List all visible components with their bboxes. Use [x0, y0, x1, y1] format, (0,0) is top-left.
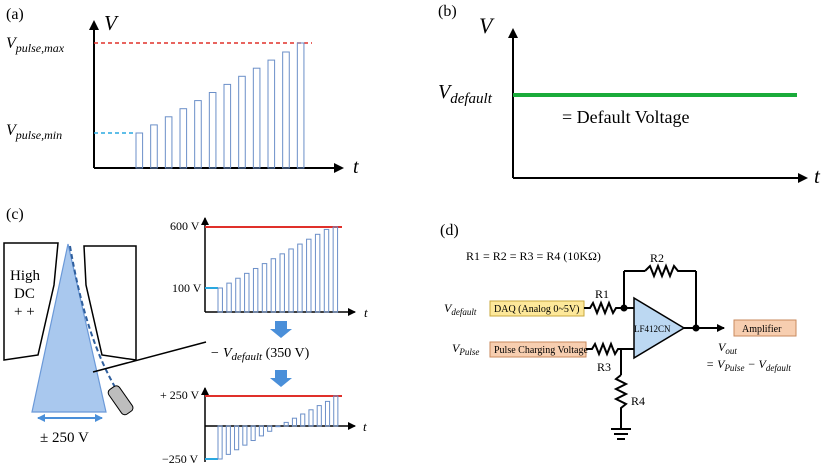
pulse-bar: [179, 108, 188, 169]
panel-a-label: (a): [6, 6, 24, 23]
c-bottom-y-top-label: + 250 V: [160, 388, 200, 402]
down-arrow-1: [270, 321, 292, 338]
resistor-r1: [584, 300, 624, 316]
panel-d-label: (d): [440, 222, 459, 239]
opamp-label: LF412CN: [634, 324, 671, 334]
leader-line: [92, 341, 207, 373]
pulse-bar: [223, 83, 232, 169]
pulse-bar: [275, 425, 281, 428]
c-bottom-x-label: t: [363, 419, 367, 434]
emitter-text-2: DC: [14, 286, 35, 302]
emitter-text-3: + +: [14, 304, 35, 320]
default-voltage-caption: = Default Voltage: [562, 107, 689, 127]
amplifier-label: Amplifier: [742, 324, 782, 335]
panel-b-x-label: t: [814, 164, 821, 188]
panel-a-vmax-label: Vpulse,max: [6, 35, 65, 55]
daq-box-label: DAQ (Analog 0~5V): [494, 304, 579, 315]
panel-d: (d) R1 = R2 = R3 = R4 (10KΩ) Vdefault DA…: [440, 222, 797, 440]
beam-cone: [31, 243, 107, 413]
pulse-bar: [324, 400, 331, 427]
vout-equation: = VPulse − Vdefault: [706, 357, 791, 373]
panel-b-label: (b): [438, 3, 457, 20]
pulse-bar: [267, 59, 276, 169]
right-electrode: [83, 245, 137, 361]
pulse-bar: [279, 253, 285, 313]
emitter-text-1: High: [10, 268, 41, 284]
panel-c: (c) High DC + + ± 250 V t 600 V 100 V − …: [3, 206, 368, 466]
r4-label: R4: [631, 394, 645, 408]
c-top-pulses: [217, 226, 339, 313]
amplifier-box: [733, 319, 797, 337]
pulse-bar: [308, 409, 314, 427]
left-electrode: [3, 242, 59, 361]
panel-a-vmin-label: Vpulse,min: [6, 122, 62, 142]
c-top-y-top-label: 600 V: [170, 219, 200, 233]
panel-b-y-label: V: [479, 13, 495, 38]
pulse-bar: [217, 425, 223, 460]
pulse-bar: [135, 132, 144, 169]
pulse-bar: [316, 405, 322, 427]
detector: [107, 385, 134, 416]
vout-label: Vout: [718, 340, 737, 356]
c-bottom-pulses: [217, 395, 339, 460]
d-vpulse-label: VPulse: [452, 341, 479, 357]
r1-label: R1: [595, 287, 609, 301]
panel-a: (a) V t Vpulse,max Vpulse,min: [6, 6, 359, 178]
pulse-bar: [261, 263, 268, 313]
pulse-bar: [267, 425, 273, 432]
pulse-bar: [234, 425, 240, 451]
pulse-bar: [194, 100, 202, 169]
pulse-bar: [252, 267, 259, 313]
pulse-bar: [300, 413, 306, 427]
panel-b-vdefault-label: Vdefault: [438, 81, 493, 107]
pulse-bar: [252, 67, 261, 169]
pulse-bar: [297, 243, 303, 313]
pulse-bar: [296, 42, 305, 169]
panel-a-pulses: [135, 42, 305, 169]
pulse-box-label: Pulse Charging Voltage: [494, 345, 588, 356]
down-arrow-2: [270, 370, 292, 387]
panel-a-x-label: t: [353, 156, 359, 178]
pulse-bar: [226, 282, 232, 313]
c-bottom-y-bottom-label: −250 V: [162, 452, 199, 466]
pulse-bar: [238, 75, 246, 169]
c-top-x-label: t: [364, 305, 368, 320]
deflected-path: [69, 245, 119, 393]
pulse-bar: [225, 425, 231, 455]
pulse-bar: [306, 238, 312, 313]
resistor-r4: [613, 374, 629, 428]
pulse-bar: [258, 425, 264, 437]
d-vdefault-label: Vdefault: [444, 301, 477, 317]
resistor-r2: [644, 263, 696, 279]
pulse-bar: [217, 287, 223, 313]
pulse-bar: [235, 277, 241, 313]
panel-b: (b) V t Vdefault = Default Voltage: [438, 3, 821, 188]
c-top-y-bottom-label: 100 V: [172, 281, 202, 295]
spread-label: ± 250 V: [40, 430, 89, 446]
pulse-bar: [270, 258, 277, 313]
panel-a-y-label: V: [104, 11, 119, 35]
pulse-bar: [164, 116, 173, 169]
pulse-bar: [282, 51, 290, 169]
r2-label: R2: [650, 251, 664, 265]
pulse-bar: [242, 425, 248, 446]
pulse-bar: [314, 233, 321, 313]
subtract-label: − Vdefault (350 V): [210, 346, 310, 363]
r3-label: R3: [597, 360, 611, 374]
pulse-bar: [208, 92, 217, 169]
pulse-bar: [244, 272, 250, 313]
pulse-bar: [291, 417, 298, 427]
pulse-bar: [323, 228, 330, 313]
pulse-bar: [288, 248, 294, 313]
pulse-bar: [250, 425, 256, 442]
pulse-bar: [333, 395, 339, 427]
opamp-triangle: [633, 296, 686, 360]
pulse-bar: [332, 226, 339, 313]
resistor-equation: R1 = R2 = R3 = R4 (10KΩ): [466, 249, 601, 263]
pulse-bar: [150, 124, 158, 169]
pulse-bar: [283, 421, 289, 427]
panel-c-label: (c): [6, 206, 24, 223]
resistor-r3: [586, 341, 634, 357]
